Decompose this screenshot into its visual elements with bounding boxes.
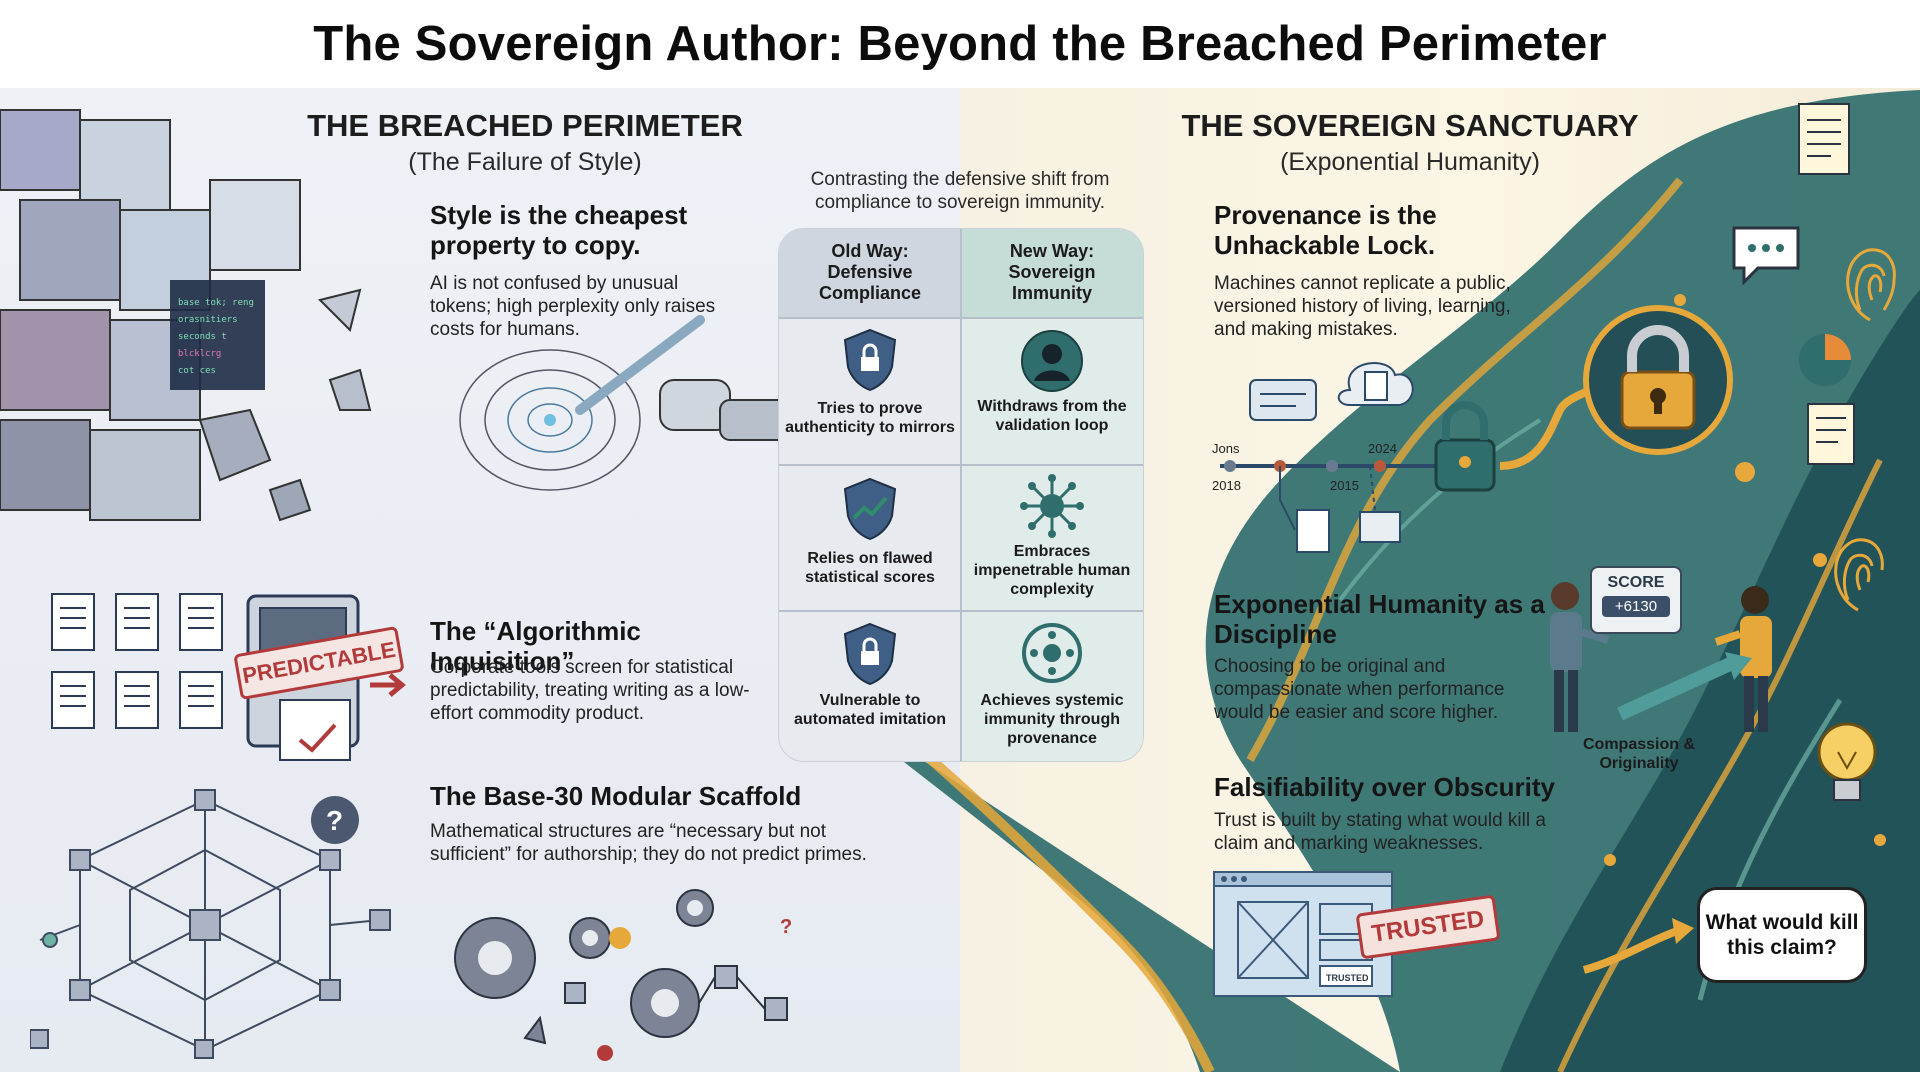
left-item-1-body: AI is not confused by unusual tokens; hi…	[430, 273, 716, 340]
score-value: +6130	[1602, 596, 1670, 617]
left-item-2-body: Corporate tools screen for statistical p…	[430, 657, 750, 724]
svg-text:orasnitiers: orasnitiers	[178, 315, 238, 325]
left-item-1-heading: Style is the cheapest property to copy.	[430, 200, 688, 260]
fingerprint-icon	[1834, 538, 1884, 612]
score-label: SCORE	[1607, 574, 1665, 591]
compassion-label: Compassion & Originality	[1582, 736, 1695, 772]
claim-speech-bubble: What would kill this claim?	[1697, 887, 1867, 983]
document-icon	[1798, 103, 1850, 175]
row-divider	[779, 317, 1143, 319]
score-card: SCORE +6130	[1590, 566, 1682, 634]
old-row-2: Relies on flawed statistical scores	[805, 550, 935, 586]
svg-text:?: ?	[326, 805, 343, 836]
person-circle-icon	[1021, 330, 1083, 392]
table-intro-text: Contrasting the defensive shift from com…	[810, 169, 1110, 213]
row-divider	[779, 464, 1143, 466]
network-node-icon	[1020, 474, 1084, 538]
right-section-subtitle: (Exponential Humanity)	[1280, 148, 1540, 176]
shield-network-icon	[1022, 623, 1082, 683]
page-title: The Sovereign Author: Beyond the Breache…	[0, 0, 1920, 88]
chat-bubble-icon	[1732, 226, 1800, 286]
broken-cube-graphic: base tok; reng orasnitiers seconds t blc…	[0, 109, 372, 522]
gears-graphic: ?	[454, 889, 792, 1061]
column-divider	[960, 229, 962, 761]
old-row-1: Tries to prove authenticity to mirrors	[785, 400, 955, 436]
svg-text:base tok; reng: base tok; reng	[178, 298, 254, 308]
right-item-2-body: Choosing to be original and compassionat…	[1214, 656, 1505, 723]
left-item-2-heading: The “Algorithmic Inquisition”	[430, 616, 641, 676]
document-icon	[1807, 403, 1855, 465]
timeline-label: Jons	[1212, 441, 1240, 456]
left-section-title: THE BREACHED PERIMETER	[307, 108, 743, 143]
small-trusted-label: TRUSTED	[1326, 973, 1369, 983]
old-way-header: Old Way: Defensive Compliance	[818, 241, 922, 303]
svg-text:cot ces: cot ces	[178, 366, 216, 376]
old-row-3: Vulnerable to automated imitation	[793, 692, 946, 728]
svg-text:seconds t: seconds t	[178, 332, 227, 342]
arrow-to-bubble-icon	[1582, 918, 1694, 974]
shield-lock-icon	[843, 328, 897, 392]
right-item-3-body: Trust is built by stating what would kil…	[1214, 810, 1546, 854]
timeline-label: 2024	[1368, 441, 1397, 456]
big-lock-icon	[1583, 305, 1733, 455]
pie-chart-icon	[1799, 334, 1851, 386]
scaffold-lattice-graphic: ?	[30, 789, 391, 1059]
left-section-subtitle: (The Failure of Style)	[408, 148, 642, 176]
row-divider	[779, 610, 1143, 612]
new-way-header: New Way: Sovereign Immunity	[1008, 241, 1096, 303]
fingerprint-icon	[1846, 248, 1896, 322]
lightbulb-icon	[1817, 722, 1877, 801]
left-item-3-body: Mathematical structures are “necessary b…	[430, 821, 867, 865]
timeline-label: 2015	[1330, 478, 1359, 493]
left-item-3-heading: The Base-30 Modular Scaffold	[430, 781, 802, 811]
two-people-graphic	[1550, 582, 1772, 732]
new-row-1: Withdraws from the validation loop	[977, 398, 1127, 434]
svg-text:?: ?	[780, 916, 792, 938]
right-item-2-heading: Exponential Humanity as a Discipline	[1214, 589, 1545, 649]
svg-text:blcklcrg: blcklcrg	[178, 349, 221, 359]
shield-chart-icon	[843, 477, 897, 541]
timeline-label: 2018	[1212, 478, 1241, 493]
right-item-3-heading: Falsifiability over Obscurity	[1214, 772, 1555, 802]
shield-lock-icon	[843, 622, 897, 686]
right-item-1-heading: Provenance is the Unhackable Lock.	[1214, 200, 1437, 260]
table-header-new-bg	[961, 229, 1143, 317]
right-item-1-body: Machines cannot replicate a public, vers…	[1214, 273, 1511, 340]
timeline-graphic: Jons 2018 2015 2024	[1212, 362, 1592, 553]
document-icons	[51, 593, 223, 729]
new-row-3: Achieves systemic immunity through prove…	[980, 692, 1124, 747]
comparison-table: Old Way: Defensive Compliance New Way: S…	[778, 228, 1144, 762]
new-row-2: Embraces impenetrable human complexity	[973, 543, 1131, 598]
right-section-title: THE SOVEREIGN SANCTUARY	[1181, 108, 1639, 143]
